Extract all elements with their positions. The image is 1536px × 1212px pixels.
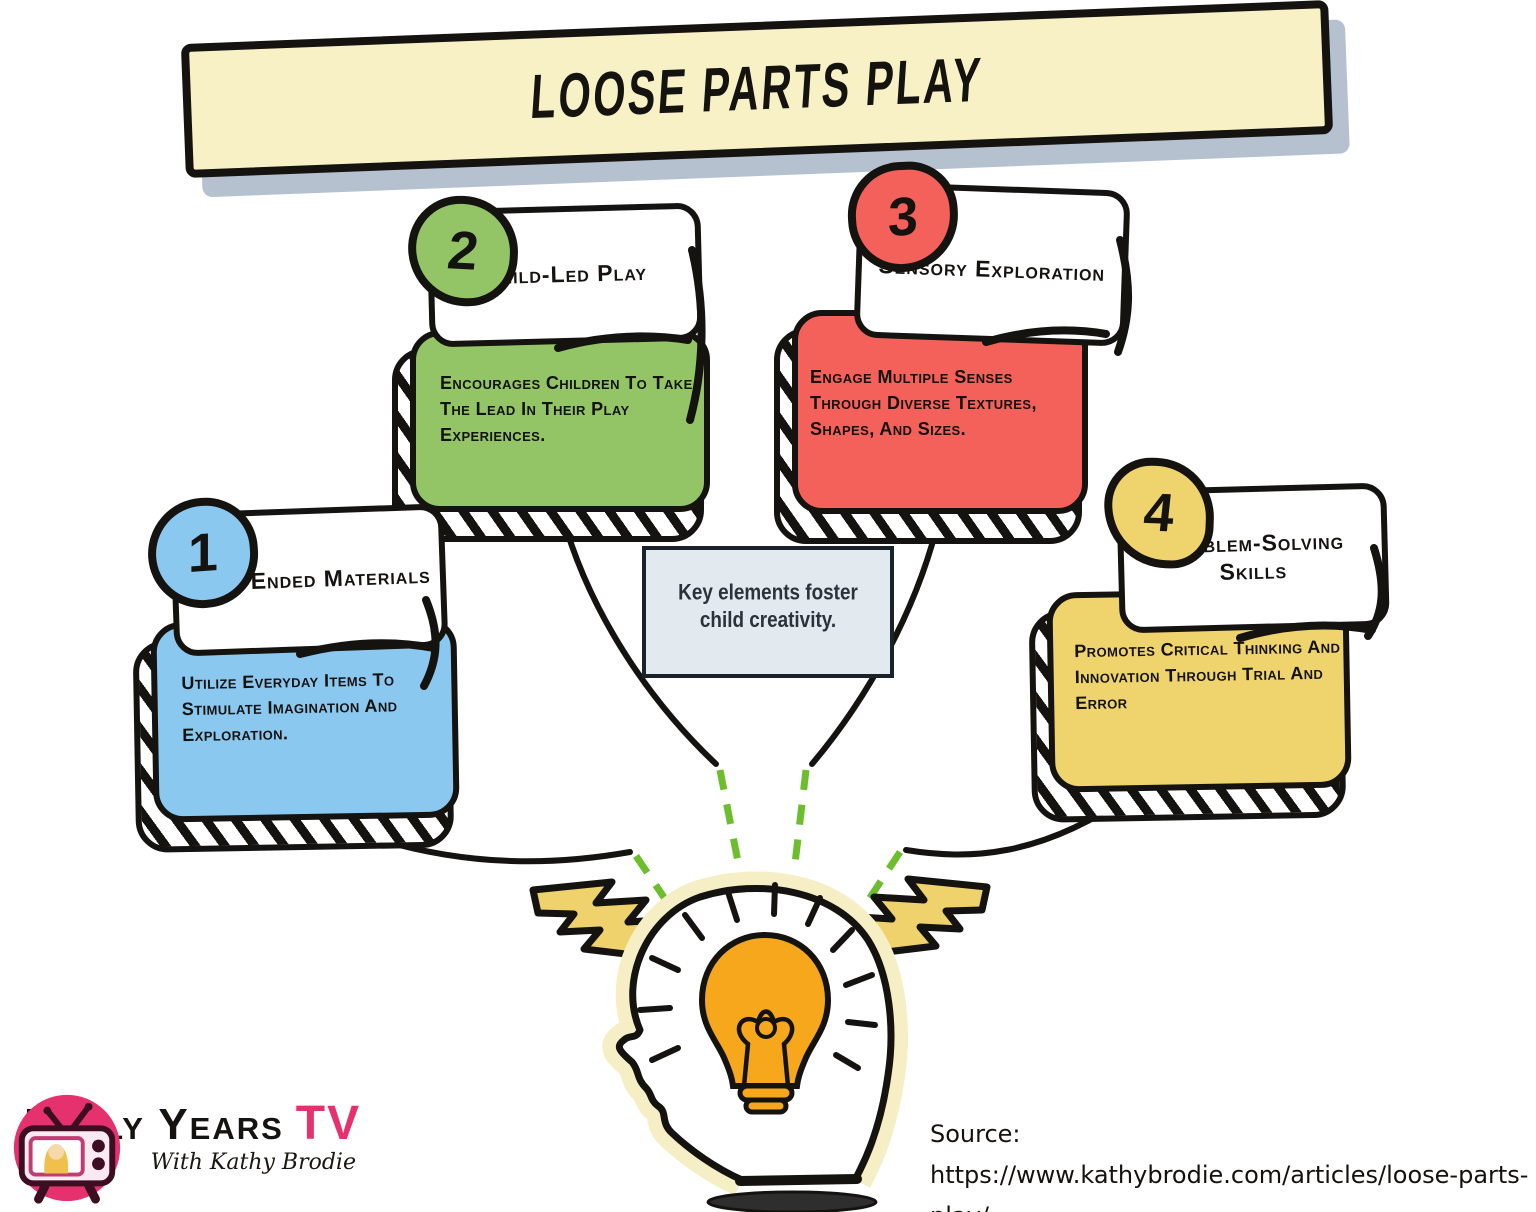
- card2-body-text: Encourages children to take the lead in …: [440, 373, 693, 446]
- source-label: Source:: [930, 1120, 1021, 1148]
- card2-panel: [410, 330, 710, 512]
- head-glow: [602, 871, 908, 1196]
- brand-tagline: With Kathy Brodie: [150, 1150, 356, 1175]
- page-title: LOOSE PARTS PLAY: [528, 45, 986, 133]
- neck-shadow: [706, 1190, 878, 1212]
- tv-legs: [34, 1180, 100, 1204]
- bulb-base-tip: [743, 1097, 789, 1115]
- green-dash-sparks: [633, 769, 903, 920]
- card2-body: Encourages children to take the lead in …: [392, 330, 710, 542]
- bulb-base: [737, 1083, 795, 1103]
- title-banner: LOOSE PARTS PLAY: [180, 0, 1350, 198]
- green-dash-spark: [855, 850, 903, 918]
- source-url: https://www.kathybrodie.com/articles/loo…: [930, 1160, 1529, 1212]
- card3-body-text: Engage multiple senses through diverse t…: [810, 367, 1037, 440]
- green-dash-spark: [716, 769, 744, 873]
- lightbulb-icon: [637, 882, 878, 1115]
- center-note: Key elements foster child creativity.: [642, 546, 894, 678]
- source-block: Source: https://www.kathybrodie.com/arti…: [930, 1114, 1536, 1212]
- card4-body-text: Promotes critical thinking and innovatio…: [1074, 636, 1341, 714]
- green-dash-spark: [790, 769, 810, 873]
- bulb-glass: [698, 931, 832, 1089]
- brand-accent: TV: [295, 1097, 362, 1150]
- bulb-filament: [736, 1009, 795, 1089]
- card1-body-text: Utilize everyday items to stimulate imag…: [181, 669, 398, 746]
- center-note-text: Key elements foster child creativity.: [678, 580, 858, 633]
- thinking-head-icon: [602, 871, 908, 1212]
- lightning-bolt-left-icon: [529, 878, 664, 960]
- green-dash-spark: [633, 854, 681, 920]
- head-profile: [615, 885, 895, 1184]
- bulb-filament-loop: [755, 1017, 777, 1039]
- card3-body: Engage multiple senses through diverse t…: [774, 310, 1088, 544]
- bulb-rays: [637, 882, 878, 1071]
- neck-line: [735, 1174, 862, 1186]
- lightning-bolt-right-icon: [856, 875, 991, 957]
